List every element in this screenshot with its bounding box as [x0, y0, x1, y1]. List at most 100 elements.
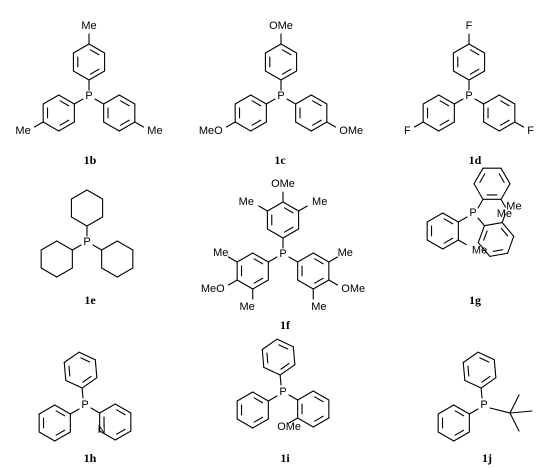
bond	[474, 98, 485, 105]
ring-bond	[236, 252, 254, 263]
ring-double-bond	[500, 227, 509, 237]
methyl-group: Me	[311, 301, 326, 313]
substituent-bond	[225, 121, 236, 128]
ring-bond	[116, 267, 134, 278]
ring-bond	[426, 239, 444, 250]
tert-butyl-bond	[509, 394, 520, 414]
ring-double-bond	[469, 68, 480, 75]
methyl-group: Me	[506, 201, 521, 213]
bond	[265, 98, 276, 105]
phosphorus-atom: P	[83, 236, 90, 248]
ring-double-bond	[492, 249, 504, 252]
ring-bond	[72, 43, 90, 54]
ring-bond	[252, 418, 269, 429]
ring-double-bond	[116, 428, 126, 435]
substituent-bond	[134, 121, 145, 128]
ring-bond	[252, 252, 269, 263]
ring-bond	[312, 252, 330, 263]
ring-bond	[40, 240, 58, 251]
ring-bond	[236, 391, 254, 402]
ring-double-bond	[454, 429, 465, 436]
ring-bond	[72, 70, 90, 81]
bond	[69, 408, 80, 415]
substituent-bond	[288, 417, 299, 424]
ring-bond	[464, 379, 482, 389]
ring-bond	[250, 121, 267, 132]
bond	[92, 244, 103, 251]
ring-bond	[81, 377, 98, 389]
methoxy-group: OMe	[339, 125, 363, 137]
ring-bond	[38, 431, 56, 442]
ring-bond	[453, 431, 470, 442]
methyl-group: Me	[81, 20, 96, 32]
ring-bond	[477, 242, 491, 257]
ring-bond	[65, 379, 83, 389]
ring-double-bond	[479, 357, 490, 363]
compound-label: 1h	[84, 451, 97, 465]
ring-double-bond	[253, 258, 264, 265]
substituent-bond	[457, 239, 467, 246]
ring-bond	[63, 361, 67, 381]
ring-double-bond	[89, 49, 100, 56]
ring-bond	[292, 346, 296, 366]
ring-bond	[452, 43, 470, 54]
fluoro-group: F	[527, 125, 534, 137]
bond	[468, 408, 479, 415]
methoxy-group: OMe	[341, 283, 365, 295]
substituent-bond	[328, 256, 339, 263]
bond	[286, 98, 297, 105]
methyl-group: Me	[312, 196, 327, 208]
ring-double-bond	[253, 416, 264, 423]
ring-double-bond	[120, 119, 130, 126]
ring-bond	[86, 189, 104, 200]
ring-double-bond	[314, 396, 324, 403]
ring-bond	[442, 212, 459, 223]
bond	[81, 387, 84, 399]
ring-bond	[56, 240, 73, 251]
methyl-group: Me	[338, 247, 353, 259]
substituent-bond	[413, 121, 424, 128]
ring-bond	[279, 364, 296, 376]
ring-bond	[58, 121, 75, 132]
compound-label: 1i	[280, 451, 290, 465]
compound-label: 1g	[469, 293, 481, 307]
ring-bond	[480, 377, 497, 389]
ring-bond	[54, 431, 71, 442]
ring-bond	[282, 201, 300, 212]
ring-bond	[498, 94, 516, 105]
ring-bond	[483, 221, 503, 227]
ring-bond	[422, 121, 440, 132]
ring-double-bond	[59, 119, 70, 126]
ring-bond	[295, 94, 312, 105]
substituent-bond	[326, 121, 337, 128]
methoxy-group: OMe	[269, 20, 293, 32]
ring-bond	[99, 430, 116, 441]
methoxy-group: MeO	[199, 125, 223, 137]
ring-bond	[252, 279, 269, 290]
ring-bond	[501, 221, 515, 237]
ring-double-bond	[89, 68, 100, 75]
ring-bond	[234, 94, 252, 105]
bond	[279, 374, 282, 386]
ring-bond	[99, 403, 116, 414]
compound-label: 1b	[84, 153, 97, 167]
ring-bond	[312, 390, 330, 401]
ring-bond	[63, 351, 80, 364]
ring-bond	[477, 225, 485, 244]
ring-bond	[276, 338, 294, 348]
ring-bond	[252, 391, 269, 402]
ring-bond	[473, 183, 484, 200]
ring-bond	[250, 94, 267, 105]
ring-bond	[114, 403, 132, 414]
ring-double-bond	[283, 226, 294, 233]
ring-bond	[295, 121, 312, 132]
ring-double-bond	[454, 410, 465, 417]
ring-double-bond	[439, 100, 450, 107]
ring-bond	[310, 121, 328, 132]
ring-bond	[437, 404, 455, 415]
